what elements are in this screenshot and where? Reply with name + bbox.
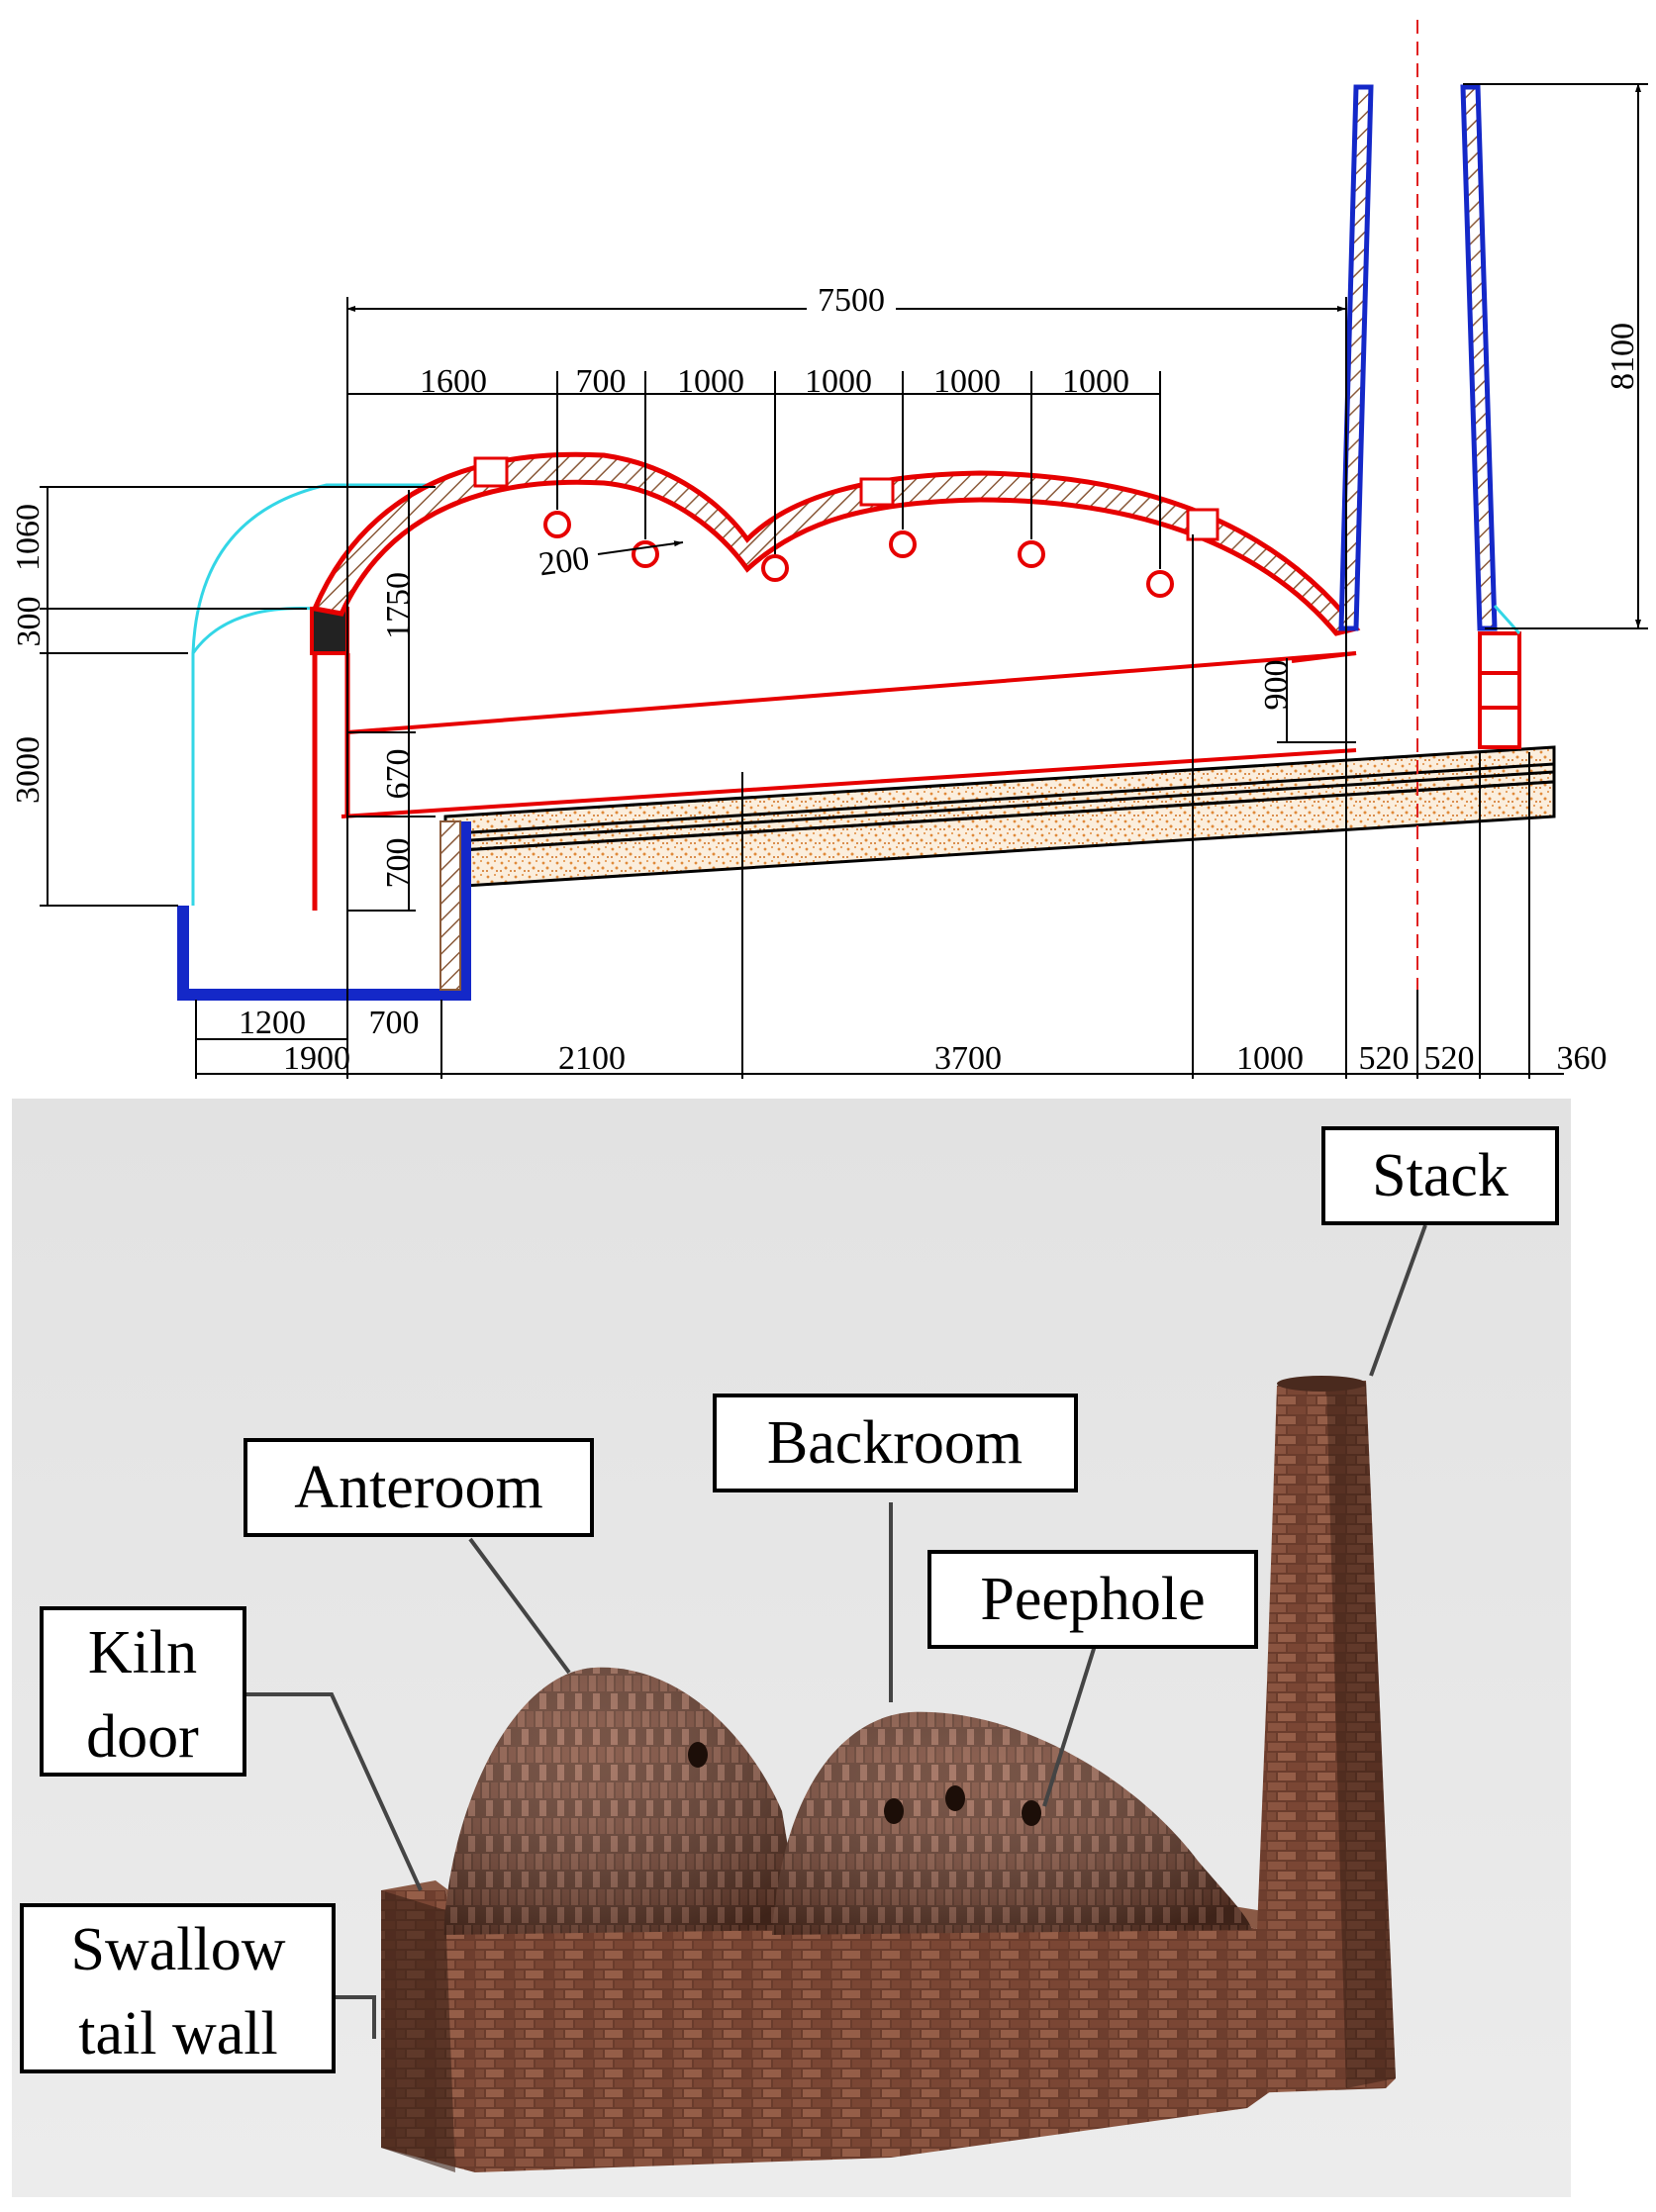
dome-vent (859, 477, 895, 507)
peephole-circle (761, 554, 789, 582)
peephole-circle (1146, 570, 1174, 598)
model-render: Stack Backroom Anteroom Peephole Kiln do… (12, 1099, 1571, 2197)
dim-7500: 7500 (818, 282, 885, 319)
peephole (945, 1785, 965, 1811)
dim-1600: 1600 (420, 363, 487, 400)
dim-peephole-200: 200 (536, 540, 592, 584)
pit-brick-wall (439, 820, 461, 991)
leader-lines (244, 1224, 1427, 2039)
dim-900: 900 (1258, 660, 1295, 711)
dim-1000-bottom: 1000 (1236, 1040, 1304, 1077)
dim-3700: 3700 (934, 1040, 1002, 1077)
kiln-floor-line (341, 748, 1357, 818)
peephole-circle (889, 530, 917, 558)
label-swallow-tail-line2: tail wall (78, 2000, 277, 2068)
dim-1200: 1200 (239, 1005, 306, 1041)
label-anteroom: Anteroom (294, 1454, 542, 1521)
dim-700-top: 700 (576, 363, 627, 400)
peephole (688, 1742, 708, 1768)
dim-700-inner: 700 (380, 838, 417, 889)
dim-520-b: 520 (1424, 1040, 1475, 1077)
dim-1060: 1060 (10, 504, 47, 571)
dim-1750: 1750 (380, 572, 417, 639)
peephole (884, 1798, 904, 1824)
foundation-layer-line (454, 762, 1555, 835)
peephole-circle (632, 540, 659, 568)
dim-1000-d: 1000 (1062, 363, 1129, 400)
dim-1000-c: 1000 (933, 363, 1001, 400)
section-drawing: 7500 1600 700 1000 1000 1000 1000 200 81… (10, 20, 1648, 1079)
stack-wall-right (1460, 84, 1498, 631)
dim-8100: 8100 (1605, 323, 1641, 390)
stack-top (1277, 1376, 1366, 1392)
swallow-tail-wall (381, 1890, 1316, 2172)
label-peephole-box: Peephole (927, 1550, 1258, 1649)
label-swallow-tail-line1: Swallow (71, 1916, 286, 1983)
stack-chimney (1247, 1381, 1396, 2093)
peephole (1022, 1800, 1041, 1826)
dim-360: 360 (1557, 1040, 1607, 1077)
label-stack-box: Stack (1321, 1126, 1559, 1225)
stack-chimney-shade (1326, 1381, 1396, 2088)
label-backroom-box: Backroom (713, 1394, 1078, 1492)
dim-520-a: 520 (1359, 1040, 1410, 1077)
foundation-layer-line (454, 770, 1555, 843)
dim-3000: 3000 (10, 736, 47, 804)
dim-700-bottom: 700 (369, 1005, 420, 1041)
peephole-circle (543, 511, 571, 538)
dimension-lines (47, 83, 1641, 1075)
dome-vent (473, 456, 509, 488)
peephole-circle (1018, 540, 1045, 568)
fire-pit-steel (177, 821, 471, 1001)
label-kiln-door-box: Kiln door (40, 1606, 246, 1777)
wall-front-shade (381, 1890, 455, 2172)
label-stack: Stack (1372, 1142, 1509, 1209)
dim-670: 670 (380, 749, 417, 800)
label-anteroom-box: Anteroom (244, 1438, 594, 1537)
dim-2100: 2100 (558, 1040, 626, 1077)
chamber-line (346, 651, 1357, 734)
label-peephole: Peephole (980, 1566, 1205, 1633)
dim-1000-b: 1000 (805, 363, 872, 400)
extension-lines (40, 83, 1648, 1079)
door-arch-outline (191, 483, 436, 906)
door-arch-outline (191, 607, 318, 654)
label-kiln-door-line2: door (86, 1703, 199, 1771)
dome-masonry (311, 451, 1361, 636)
dim-300: 300 (11, 597, 48, 647)
backroom-dome-shade (772, 1711, 1252, 1935)
dim-1900: 1900 (283, 1040, 350, 1077)
dim-1000-a: 1000 (677, 363, 744, 400)
label-swallow-tail-box: Swallow tail wall (20, 1903, 336, 2073)
label-backroom: Backroom (767, 1409, 1023, 1477)
label-kiln-door-line1: Kiln (88, 1619, 197, 1686)
anteroom-dome-shade (443, 1667, 802, 1935)
dimension-labels: 7500 1600 700 1000 1000 1000 1000 200 81… (10, 282, 1641, 1077)
stack-base (1478, 631, 1521, 749)
